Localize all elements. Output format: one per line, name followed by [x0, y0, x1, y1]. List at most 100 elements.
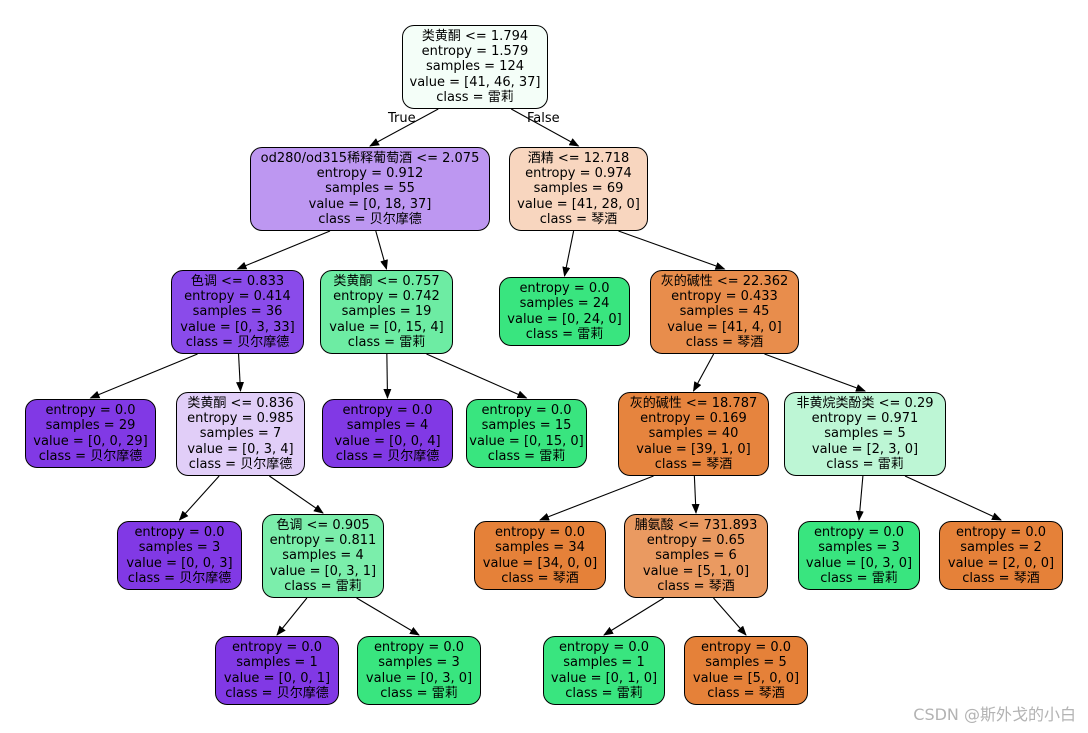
node-line: class = 雷莉 — [820, 570, 898, 586]
node-line: samples = 5 — [824, 426, 906, 442]
node-line: samples = 1 — [563, 655, 645, 671]
edge-n11-n16 — [691, 475, 700, 514]
node-line: entropy = 0.0 — [134, 524, 225, 540]
node-line: value = [0, 0, 3] — [126, 555, 233, 571]
edge-n1-n3 — [236, 230, 331, 270]
node-line: class = 贝尔摩德 — [38, 448, 143, 464]
node-line: class = 琴酒 — [501, 570, 579, 586]
node-line: entropy = 0.65 — [646, 533, 746, 549]
node-line: value = [2, 0, 0] — [947, 555, 1055, 571]
node-line: entropy = 0.0 — [558, 639, 650, 655]
node-line: entropy = 0.985 — [187, 411, 294, 427]
node-line: class = 雷莉 — [487, 448, 566, 464]
node-line: class = 琴酒 — [657, 578, 735, 594]
node-line: value = [0, 0, 1] — [223, 670, 331, 686]
node-line: samples = 2 — [960, 540, 1042, 556]
edge-n3-n7 — [89, 353, 198, 399]
node-line: samples = 36 — [192, 304, 283, 320]
node-line: entropy = 0.0 — [813, 524, 905, 540]
node-line: entropy = 0.0 — [231, 639, 323, 655]
node-line: value = [0, 3, 0] — [805, 555, 913, 571]
node-line: samples = 3 — [818, 540, 900, 556]
node-line: 灰的碱性 <= 22.362 — [660, 273, 789, 289]
node-line: 脯氨酸 <= 731.893 — [634, 517, 758, 533]
node-line: class = 雷莉 — [826, 456, 904, 472]
edge-n1-n4 — [375, 230, 388, 270]
node-line: class = 琴酒 — [685, 334, 764, 350]
node-line: entropy = 0.912 — [316, 166, 424, 182]
node-line: entropy = 0.0 — [373, 639, 465, 655]
node-line: class = 雷莉 — [436, 89, 514, 105]
node-line: samples = 24 — [519, 296, 610, 312]
edge-n14-n19 — [276, 597, 308, 636]
node-line: class = 雷莉 — [525, 326, 604, 342]
node-line: class = 贝尔摩德 — [335, 448, 440, 464]
node-line: entropy = 0.742 — [333, 289, 440, 305]
edge-n11-n15 — [539, 475, 654, 521]
node-line: value = [0, 3, 1] — [269, 563, 377, 579]
node-line: entropy = 0.414 — [184, 289, 291, 305]
node-line: class = 贝尔摩德 — [188, 456, 293, 472]
node-line: value = [0, 15, 4] — [329, 319, 444, 335]
node-line: value = [34, 0, 0] — [482, 555, 598, 571]
node-line: 类黄酮 <= 0.757 — [333, 273, 440, 289]
node-line: 灰的碱性 <= 18.787 — [629, 395, 758, 411]
edge-n8-n13 — [178, 475, 220, 521]
node-line: samples = 34 — [495, 540, 585, 556]
node-line: entropy = 0.974 — [525, 166, 632, 182]
node-line: samples = 124 — [425, 59, 524, 75]
node-line: class = 琴酒 — [654, 456, 733, 472]
node-line: class = 雷莉 — [284, 578, 362, 594]
node-line: 色调 <= 0.905 — [276, 517, 370, 533]
node-line: 酒精 <= 12.718 — [527, 150, 630, 166]
node-line: value = [0, 0, 4] — [334, 433, 441, 449]
node-line: samples = 3 — [378, 655, 460, 671]
watermark: CSDN @斯外戈的小白 — [913, 705, 1076, 724]
node-line: samples = 4 — [282, 548, 364, 564]
node-line: class = 雷莉 — [565, 685, 643, 701]
node-line: value = [0, 0, 29] — [33, 433, 148, 449]
node-line: samples = 55 — [325, 181, 415, 197]
node-line: value = [0, 18, 37] — [308, 196, 432, 212]
edge-n16-n21 — [603, 597, 665, 636]
edge-n4-n10 — [426, 353, 528, 399]
node-line: samples = 19 — [341, 304, 432, 320]
edge-label-false: False — [527, 111, 560, 126]
node-line: entropy = 1.579 — [421, 44, 529, 60]
node-line: samples = 69 — [533, 181, 624, 197]
node-line: entropy = 0.0 — [955, 524, 1047, 540]
node-line: entropy = 0.811 — [269, 533, 377, 549]
edge-n12-n17 — [855, 475, 864, 521]
node-line: samples = 1 — [236, 655, 318, 671]
node-line: value = [41, 46, 37] — [409, 74, 541, 90]
edge-n16-n22 — [713, 597, 747, 636]
node-line: entropy = 0.0 — [481, 402, 572, 418]
node-line: value = [0, 3, 0] — [365, 670, 473, 686]
node-line: samples = 40 — [648, 426, 739, 442]
edge-n6-n11 — [693, 353, 715, 392]
node-line: samples = 15 — [481, 418, 572, 434]
node-line: class = 琴酒 — [962, 570, 1040, 586]
node-line: value = [0, 3, 33] — [180, 319, 295, 335]
node-line: od280/od315稀释葡萄酒 <= 2.075 — [260, 150, 480, 166]
node-line: value = [5, 0, 0] — [692, 670, 800, 686]
node-line: entropy = 0.0 — [519, 280, 610, 296]
node-line: value = [39, 1, 0] — [636, 441, 751, 457]
node-line: samples = 3 — [138, 540, 221, 556]
node-line: entropy = 0.0 — [700, 639, 792, 655]
node-line: samples = 45 — [679, 304, 770, 320]
node-line: class = 雷莉 — [380, 685, 458, 701]
node-line: class = 琴酒 — [539, 211, 618, 227]
